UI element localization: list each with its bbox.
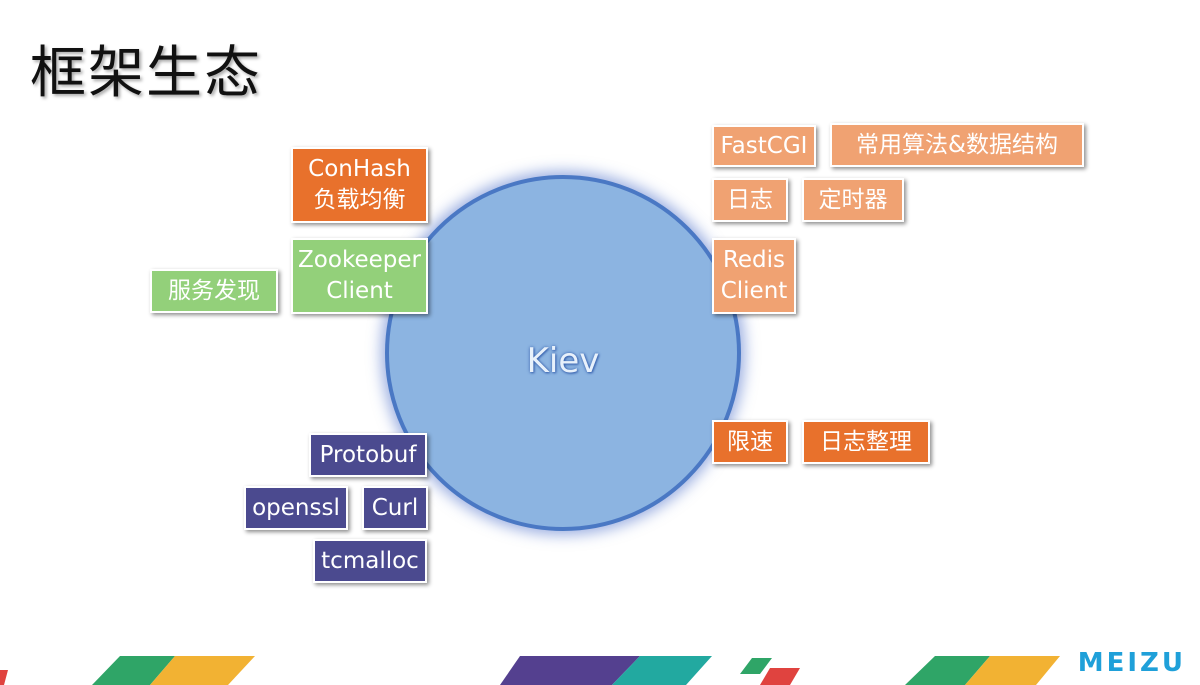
- footer-stripe-red-left: [0, 670, 8, 685]
- logging-label: 日志: [727, 186, 773, 213]
- curl-label: Curl: [371, 494, 419, 521]
- meizu-logo: MEIZU: [1077, 648, 1186, 678]
- conhash-box: ConHash 负载均衡: [291, 147, 428, 223]
- service-discovery-label: 服务发现: [168, 277, 260, 304]
- footer-stripe-yellow-1: [150, 656, 255, 685]
- tcmalloc-box: tcmalloc: [313, 539, 427, 583]
- protobuf-box: Protobuf: [309, 433, 427, 477]
- log-cleanup-label: 日志整理: [820, 428, 912, 455]
- algorithms-box: 常用算法&数据结构: [830, 123, 1084, 167]
- slide-title: 框架生态: [30, 41, 262, 106]
- footer-decoration: [0, 656, 1060, 685]
- kiev-hub-circle: Kiev: [385, 175, 741, 531]
- hub-label: Kiev: [526, 341, 600, 381]
- zookeeper-client-box: Zookeeper Client: [291, 238, 428, 314]
- footer-stripe-purple: [500, 656, 640, 685]
- redis-line1: Redis: [722, 247, 786, 273]
- footer-stripe-green-2: [740, 658, 772, 674]
- redis-client-box: Redis Client: [712, 238, 796, 314]
- service-discovery-box: 服务发现: [150, 269, 278, 313]
- rate-limit-label: 限速: [727, 428, 773, 455]
- algorithms-label: 常用算法&数据结构: [856, 131, 1058, 158]
- footer-stripe-yellow-2: [965, 656, 1060, 685]
- tcmalloc-label: tcmalloc: [321, 547, 419, 574]
- timer-label: 定时器: [818, 186, 888, 213]
- footer-stripe-green-1: [92, 656, 175, 685]
- curl-box: Curl: [362, 486, 428, 530]
- fastcgi-label: FastCGI: [720, 132, 808, 159]
- log-cleanup-box: 日志整理: [802, 420, 930, 464]
- openssl-box: openssl: [244, 486, 348, 530]
- protobuf-label: Protobuf: [319, 441, 417, 468]
- fastcgi-box: FastCGI: [712, 125, 816, 167]
- footer-stripe-green-3: [905, 656, 990, 685]
- zookeeper-line2: Client: [326, 278, 393, 304]
- timer-box: 定时器: [802, 178, 904, 222]
- rate-limit-box: 限速: [712, 420, 788, 464]
- zookeeper-line1: Zookeeper: [298, 247, 421, 273]
- redis-line2: Client: [720, 278, 788, 304]
- footer-stripe-teal: [612, 656, 712, 685]
- footer-stripe-red-2: [760, 668, 800, 685]
- openssl-label: openssl: [252, 494, 340, 521]
- conhash-line1: ConHash: [308, 156, 411, 182]
- logging-box: 日志: [712, 178, 788, 222]
- conhash-line2: 负载均衡: [313, 187, 406, 213]
